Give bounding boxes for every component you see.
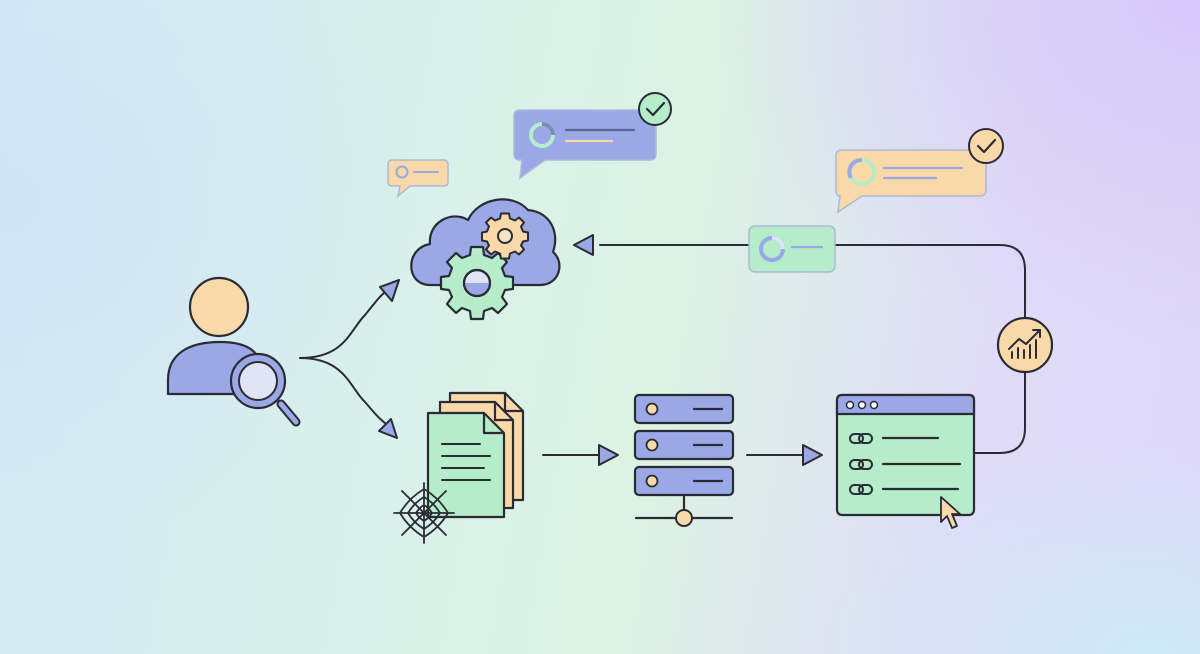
- link-row-3: [849, 484, 960, 495]
- browser-links-icon: [835, 393, 976, 529]
- cursor-icon: [940, 496, 961, 529]
- magnifier-glass: [238, 361, 278, 401]
- arrowhead-to-documents: [378, 418, 398, 439]
- user-search-icon: [166, 276, 301, 427]
- connector-user-to-cloud: [299, 289, 389, 359]
- connectors: [299, 234, 1026, 466]
- check-badge-icon: [968, 128, 1004, 164]
- large-gear-icon: [439, 245, 515, 321]
- check-badge-icon: [638, 92, 672, 126]
- small-peach-bubble: [387, 159, 449, 198]
- arrowhead-to-cloud-feedback: [573, 234, 594, 256]
- arrowhead-to-browser: [802, 444, 823, 466]
- server-unit-1: [633, 393, 735, 425]
- chain-link-icon: [849, 433, 873, 444]
- user-head: [188, 276, 250, 338]
- network-node: [675, 509, 693, 527]
- arrowhead-to-cloud: [379, 279, 400, 302]
- small-gear-icon: [481, 212, 529, 260]
- chain-link-icon: [849, 459, 873, 470]
- mint-label: [748, 225, 836, 273]
- link-row-1: [849, 433, 940, 444]
- link-row-2: [849, 459, 962, 470]
- spider-web-icon: [393, 482, 455, 544]
- connector-feedback-loop: [599, 244, 1026, 454]
- peach-bubble: [835, 128, 1004, 214]
- magnifier-handle-fill: [278, 401, 299, 425]
- server-unit-2: [633, 429, 735, 461]
- cloud-gears-icon: [410, 198, 561, 321]
- chain-link-icon: [849, 484, 873, 495]
- trend-chart-icon: [996, 316, 1054, 374]
- documents-spiderweb-icon: [393, 391, 525, 544]
- server-stack-icon: [633, 393, 735, 527]
- connector-user-to-documents: [299, 357, 386, 424]
- server-unit-3: [633, 465, 735, 497]
- arrowhead-to-server: [598, 444, 619, 466]
- blue-bubble: [513, 92, 672, 180]
